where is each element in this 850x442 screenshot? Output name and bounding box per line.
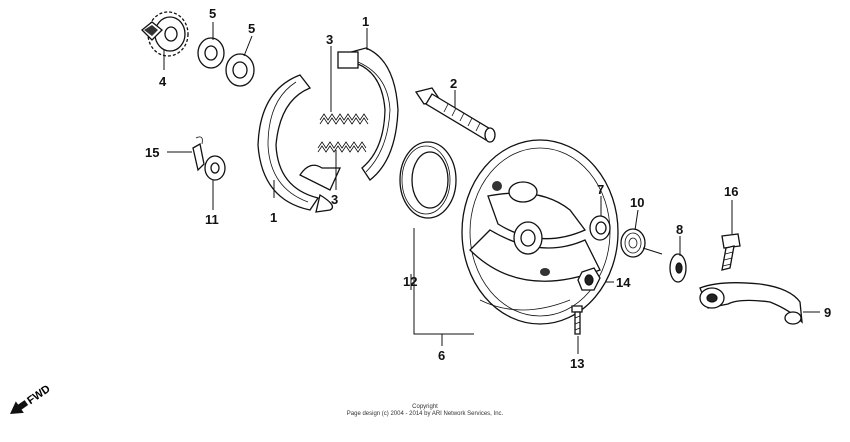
callout-3b: 3	[331, 192, 338, 207]
callout-9: 9	[824, 305, 831, 320]
washer-part-d[interactable]	[204, 155, 226, 181]
cotter-pin-part[interactable]	[192, 136, 205, 172]
copyright-footer: Copyright Page design (c) 2004 - 2014 by…	[0, 404, 850, 418]
callout-14: 14	[616, 275, 631, 290]
washer-part-b[interactable]	[225, 53, 255, 87]
washer-part-c[interactable]	[589, 215, 611, 241]
arm-bolt-part[interactable]	[721, 233, 741, 271]
callout-12: 12	[403, 274, 417, 289]
brake-arm-part[interactable]	[699, 282, 803, 325]
callout-6: 6	[438, 348, 445, 363]
callout-8: 8	[676, 222, 683, 237]
brake-cam-shaft-part[interactable]	[414, 87, 496, 143]
callout-1a: 1	[362, 14, 369, 29]
nut-part[interactable]	[577, 267, 601, 291]
leader-lines	[163, 22, 820, 354]
cam-gear-part[interactable]	[141, 11, 189, 57]
washer-part-a[interactable]	[197, 37, 225, 69]
copyright-heading: Copyright	[412, 404, 438, 410]
callout-1b: 1	[270, 210, 277, 225]
wear-indicator-part[interactable]	[669, 253, 687, 283]
callout-3a: 3	[326, 32, 333, 47]
brake-shoe-part-front[interactable]	[257, 74, 334, 213]
copyright-notice: Page design (c) 2004 - 2014 by ARI Netwo…	[346, 411, 504, 417]
callout-16: 16	[724, 184, 738, 199]
return-spring-part-lower[interactable]	[317, 141, 367, 153]
forward-arrow-icon	[10, 400, 29, 414]
callout-10: 10	[630, 195, 644, 210]
cam-return-spring-part[interactable]	[620, 228, 663, 258]
dust-seal-part[interactable]	[399, 141, 457, 219]
screw-part[interactable]	[571, 305, 583, 335]
callout-7: 7	[597, 182, 604, 197]
callout-11: 11	[205, 212, 219, 227]
return-spring-part-upper[interactable]	[319, 113, 369, 125]
callout-5b: 5	[248, 21, 255, 36]
callout-2: 2	[450, 76, 457, 91]
callout-15: 15	[145, 145, 159, 160]
callout-5a: 5	[209, 6, 216, 21]
callout-4: 4	[159, 74, 167, 89]
callout-labels: 1 1 2 3 3 4 5 5 6 7 8 9 10 11 12 13 14 1…	[145, 6, 831, 371]
callout-13: 13	[570, 356, 584, 371]
brake-shoe-part-rear[interactable]	[299, 47, 399, 191]
